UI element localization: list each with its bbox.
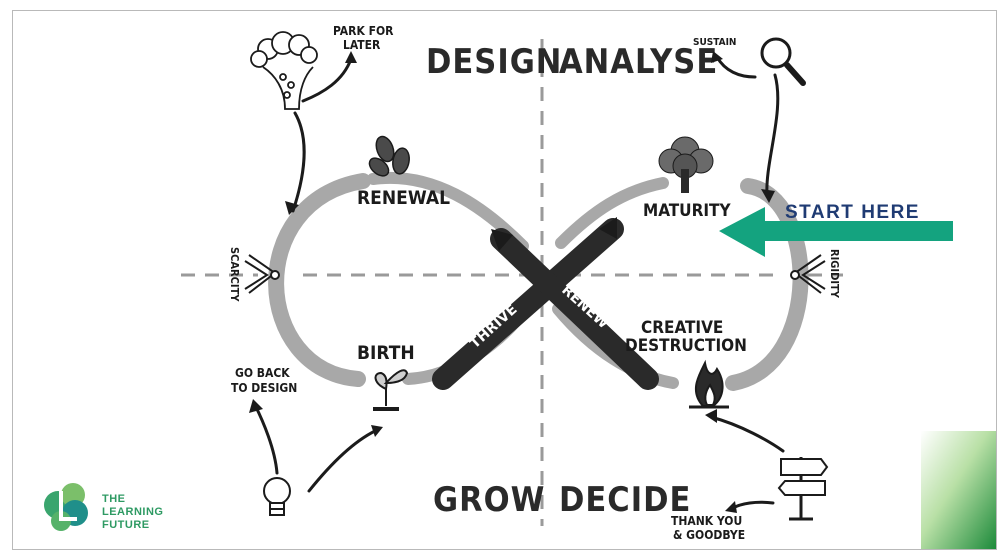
stage-birth: BIRTH	[357, 342, 415, 364]
logo-line-3: FUTURE	[102, 519, 150, 531]
logo-line-2: LEARNING	[102, 506, 164, 518]
arrowhead-thrive-top	[599, 217, 617, 239]
note-thankyou-line2: & GOODBYE	[673, 528, 745, 542]
thrive-band	[432, 218, 624, 390]
arrow-signpost-to-thankyou	[729, 500, 775, 511]
note-arrows	[253, 55, 785, 511]
arrow-to-park	[301, 57, 353, 103]
learning-future-logo-icon	[44, 483, 88, 531]
note-sustain: SUSTAIN	[693, 37, 736, 48]
stage-creative: CREATIVE	[641, 318, 723, 338]
scarcity-label: SCARCITY	[228, 247, 241, 302]
corner-gradient	[921, 431, 996, 549]
signpost-icon	[777, 457, 829, 521]
stage-maturity: MATURITY	[643, 201, 731, 221]
stage-renewal: RENEWAL	[357, 187, 450, 209]
quadrant-analyse: ANALYSE	[559, 42, 718, 82]
infinity-diagram: DESIGN ANALYSE GROW DECIDE RENEWAL MATUR…	[44, 24, 996, 549]
right-loop-arc	[725, 178, 809, 391]
right-clamp-icon	[790, 254, 826, 294]
start-here-arrow	[719, 207, 953, 257]
arrow-signpost-to-fire	[709, 415, 785, 453]
note-goback-line1: GO BACK	[235, 366, 290, 380]
top-right-arc	[555, 177, 669, 249]
note-park-line1: PARK FOR	[333, 24, 394, 38]
left-loop-arc	[268, 173, 371, 387]
note-park-line2: LATER	[343, 38, 381, 52]
logo-line-1: THE	[102, 493, 126, 505]
quadrant-decide: DECIDE	[559, 480, 691, 520]
magnifier-icon	[760, 37, 806, 86]
quadrant-design: DESIGN	[426, 42, 562, 82]
arrow-magnifier-to-maturity	[765, 73, 780, 197]
renew-band	[490, 228, 659, 390]
fire-icon	[689, 359, 729, 409]
slide: DESIGN ANALYSE GROW DECIDE RENEWAL MATUR…	[12, 10, 997, 550]
note-arrowheads	[249, 51, 775, 513]
arrow-bulb-to-goback	[253, 403, 279, 475]
quadrant-grow: GROW	[433, 480, 545, 520]
arrow-sustain	[715, 55, 757, 79]
arrow-brain-to-renewal	[291, 111, 306, 213]
tree-icon	[658, 136, 714, 193]
arrow-bulb-to-birth	[307, 429, 377, 493]
logo-text: THE LEARNING FUTURE	[102, 493, 163, 532]
left-clamp-icon	[244, 254, 280, 294]
note-goback-line2: TO DESIGN	[231, 381, 297, 395]
stage-destruction: DESTRUCTION	[625, 336, 747, 356]
brain-head-icon	[250, 31, 318, 110]
lightbulb-icon	[263, 477, 291, 516]
start-here-label: START HERE	[785, 202, 920, 223]
rigidity-label: RIGIDITY	[828, 249, 841, 299]
seeds-icon	[368, 135, 410, 177]
arrowhead-renew-top	[491, 229, 513, 251]
sprout-icon	[373, 369, 409, 411]
note-thankyou-line1: THANK YOU	[671, 514, 742, 528]
